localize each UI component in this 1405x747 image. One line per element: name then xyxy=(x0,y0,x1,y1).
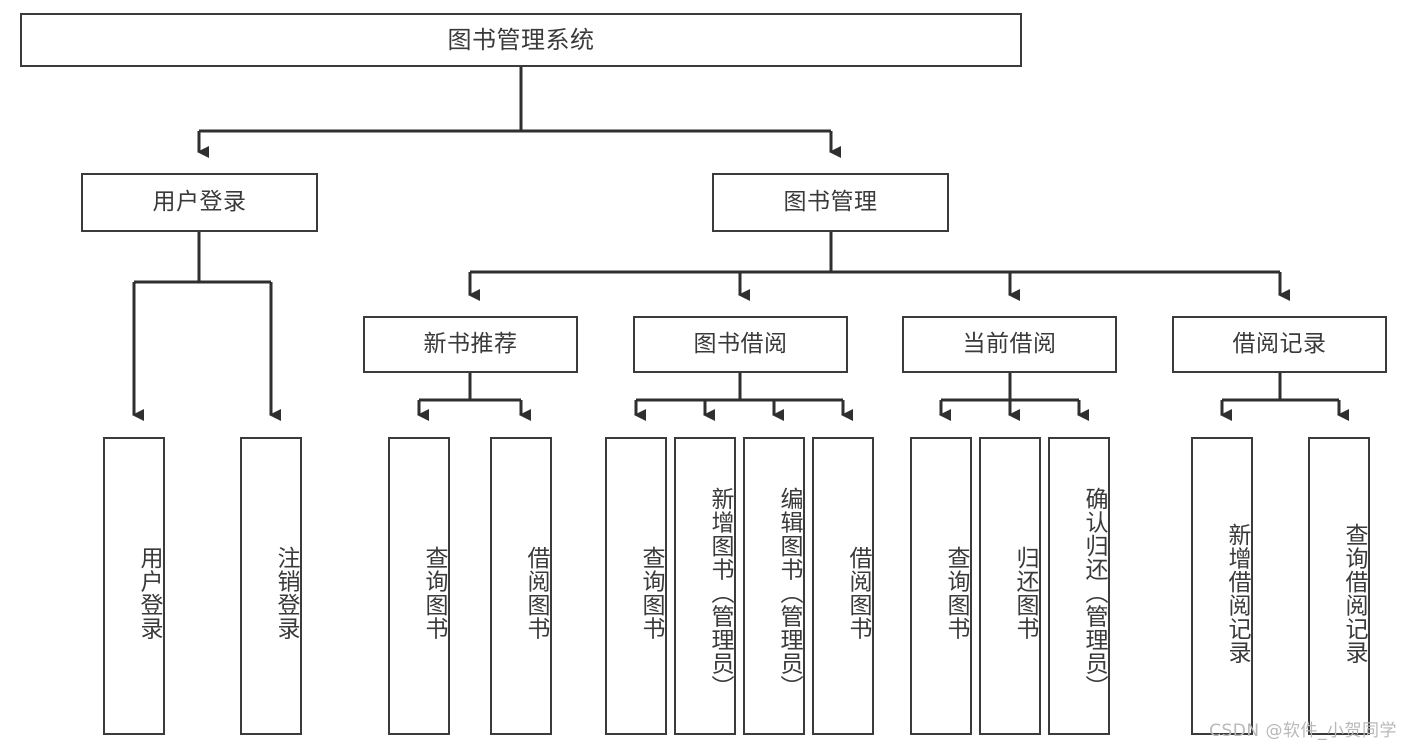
node-label: 借阅图书 xyxy=(523,546,549,640)
leaf-add-borrow-record[interactable]: 新增借阅记录 xyxy=(1191,437,1253,735)
leaf-borrow-book-recommend[interactable]: 借阅图书 xyxy=(490,437,552,735)
node-label: 查询借阅记录 xyxy=(1341,522,1367,664)
node-borrow-record[interactable]: 借阅记录 xyxy=(1172,316,1387,373)
node-label: 当前借阅 xyxy=(962,330,1057,357)
leaf-user-login[interactable]: 用户登录 xyxy=(103,437,165,735)
leaf-confirm-return-admin[interactable]: 确认归还（管理员） xyxy=(1048,437,1110,735)
leaf-user-logout[interactable]: 注销登录 xyxy=(240,437,302,735)
node-label: 借阅记录 xyxy=(1232,330,1327,357)
leaf-query-borrow-record[interactable]: 查询借阅记录 xyxy=(1308,437,1370,735)
node-label: 借阅图书 xyxy=(845,546,871,640)
node-label: 新增图书（管理员） xyxy=(707,487,733,699)
node-label: 确认归还（管理员） xyxy=(1081,487,1107,699)
csdn-watermark: CSDN @软件_小贺同学 xyxy=(1209,721,1397,741)
node-label: 用户登录 xyxy=(136,546,162,640)
leaf-borrow-book[interactable]: 借阅图书 xyxy=(812,437,874,735)
node-label: 归还图书 xyxy=(1012,546,1038,640)
node-root-book-management-system[interactable]: 图书管理系统 xyxy=(20,13,1022,67)
node-new-book-recommend[interactable]: 新书推荐 xyxy=(363,316,578,373)
node-book-management[interactable]: 图书管理 xyxy=(712,173,949,232)
node-label: 注销登录 xyxy=(273,546,299,640)
node-label: 图书借阅 xyxy=(693,330,788,357)
node-book-borrow[interactable]: 图书借阅 xyxy=(633,316,848,373)
node-label: 新增借阅记录 xyxy=(1224,522,1250,664)
node-label: 新书推荐 xyxy=(423,330,518,357)
node-label: 编辑图书（管理员） xyxy=(776,487,802,699)
leaf-add-book-admin[interactable]: 新增图书（管理员） xyxy=(674,437,736,735)
node-label: 用户登录 xyxy=(152,188,247,215)
node-label: 查询图书 xyxy=(943,546,969,640)
node-label: 查询图书 xyxy=(421,546,447,640)
leaf-query-book-recommend[interactable]: 查询图书 xyxy=(388,437,450,735)
node-user-login[interactable]: 用户登录 xyxy=(81,173,318,232)
node-current-borrow[interactable]: 当前借阅 xyxy=(902,316,1117,373)
node-label: 查询图书 xyxy=(638,546,664,640)
leaf-query-book-current[interactable]: 查询图书 xyxy=(910,437,972,735)
node-label: 图书管理系统 xyxy=(447,25,595,54)
leaf-query-book-borrow[interactable]: 查询图书 xyxy=(605,437,667,735)
node-label: 图书管理 xyxy=(783,188,878,215)
leaf-return-book[interactable]: 归还图书 xyxy=(979,437,1041,735)
leaf-edit-book-admin[interactable]: 编辑图书（管理员） xyxy=(743,437,805,735)
